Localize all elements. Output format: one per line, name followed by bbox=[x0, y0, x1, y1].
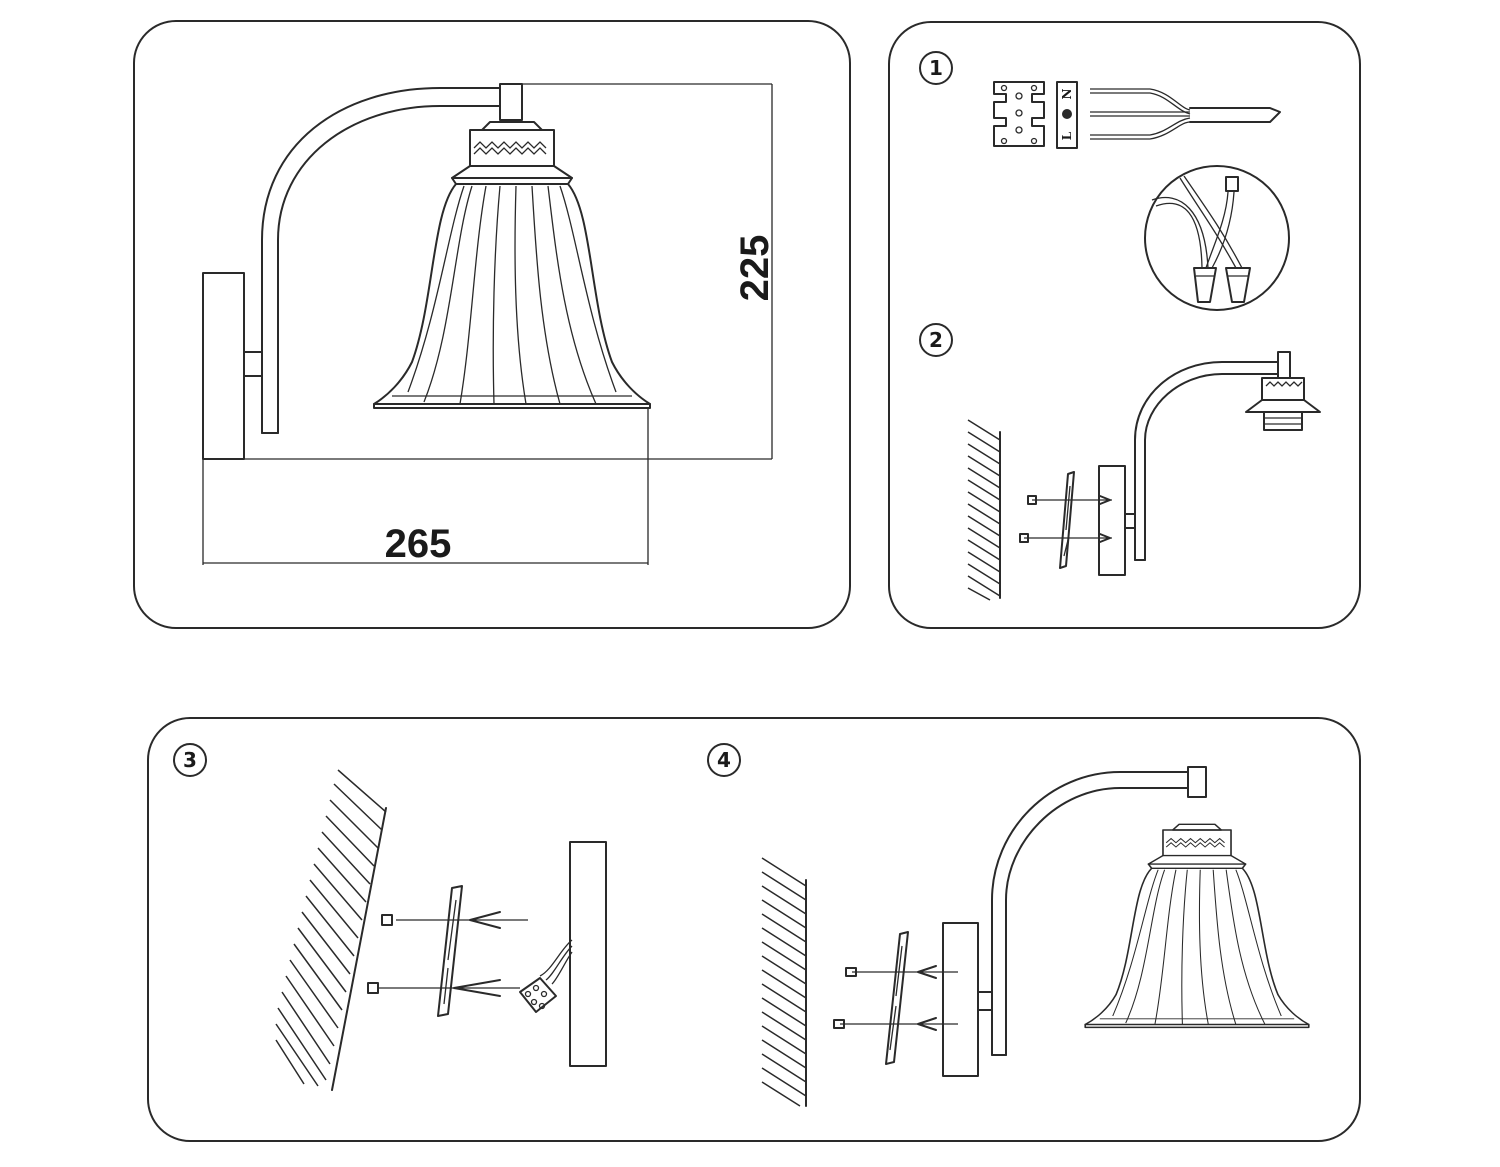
wall-hatch bbox=[761, 857, 807, 1107]
step-3: 3 bbox=[173, 743, 607, 1091]
height-dimension: 225 bbox=[733, 235, 777, 302]
terminal-block-icon bbox=[519, 977, 557, 1013]
panel-dimensions: 265 225 bbox=[133, 20, 851, 629]
step-2: 2 bbox=[919, 323, 1321, 601]
panel-steps-1-2: 1 N L bbox=[888, 21, 1361, 629]
step-3-number: 3 bbox=[183, 748, 197, 772]
step-1: 1 N L bbox=[919, 51, 1290, 311]
wall-hatch bbox=[967, 419, 1001, 601]
step-4: 4 bbox=[707, 743, 1310, 1107]
terminal-label-n: N bbox=[1060, 88, 1074, 99]
step-1-number: 1 bbox=[929, 56, 943, 80]
step-4-number: 4 bbox=[717, 748, 731, 772]
terminal-block-icon bbox=[993, 81, 1045, 147]
slanted-wall-hatch bbox=[275, 769, 387, 1091]
width-dimension: 265 bbox=[385, 522, 452, 566]
step-2-number: 2 bbox=[929, 328, 943, 352]
panel-steps-3-4: 3 bbox=[147, 717, 1361, 1142]
terminal-label-l: L bbox=[1060, 131, 1074, 140]
ground-symbol-icon bbox=[1062, 109, 1072, 119]
